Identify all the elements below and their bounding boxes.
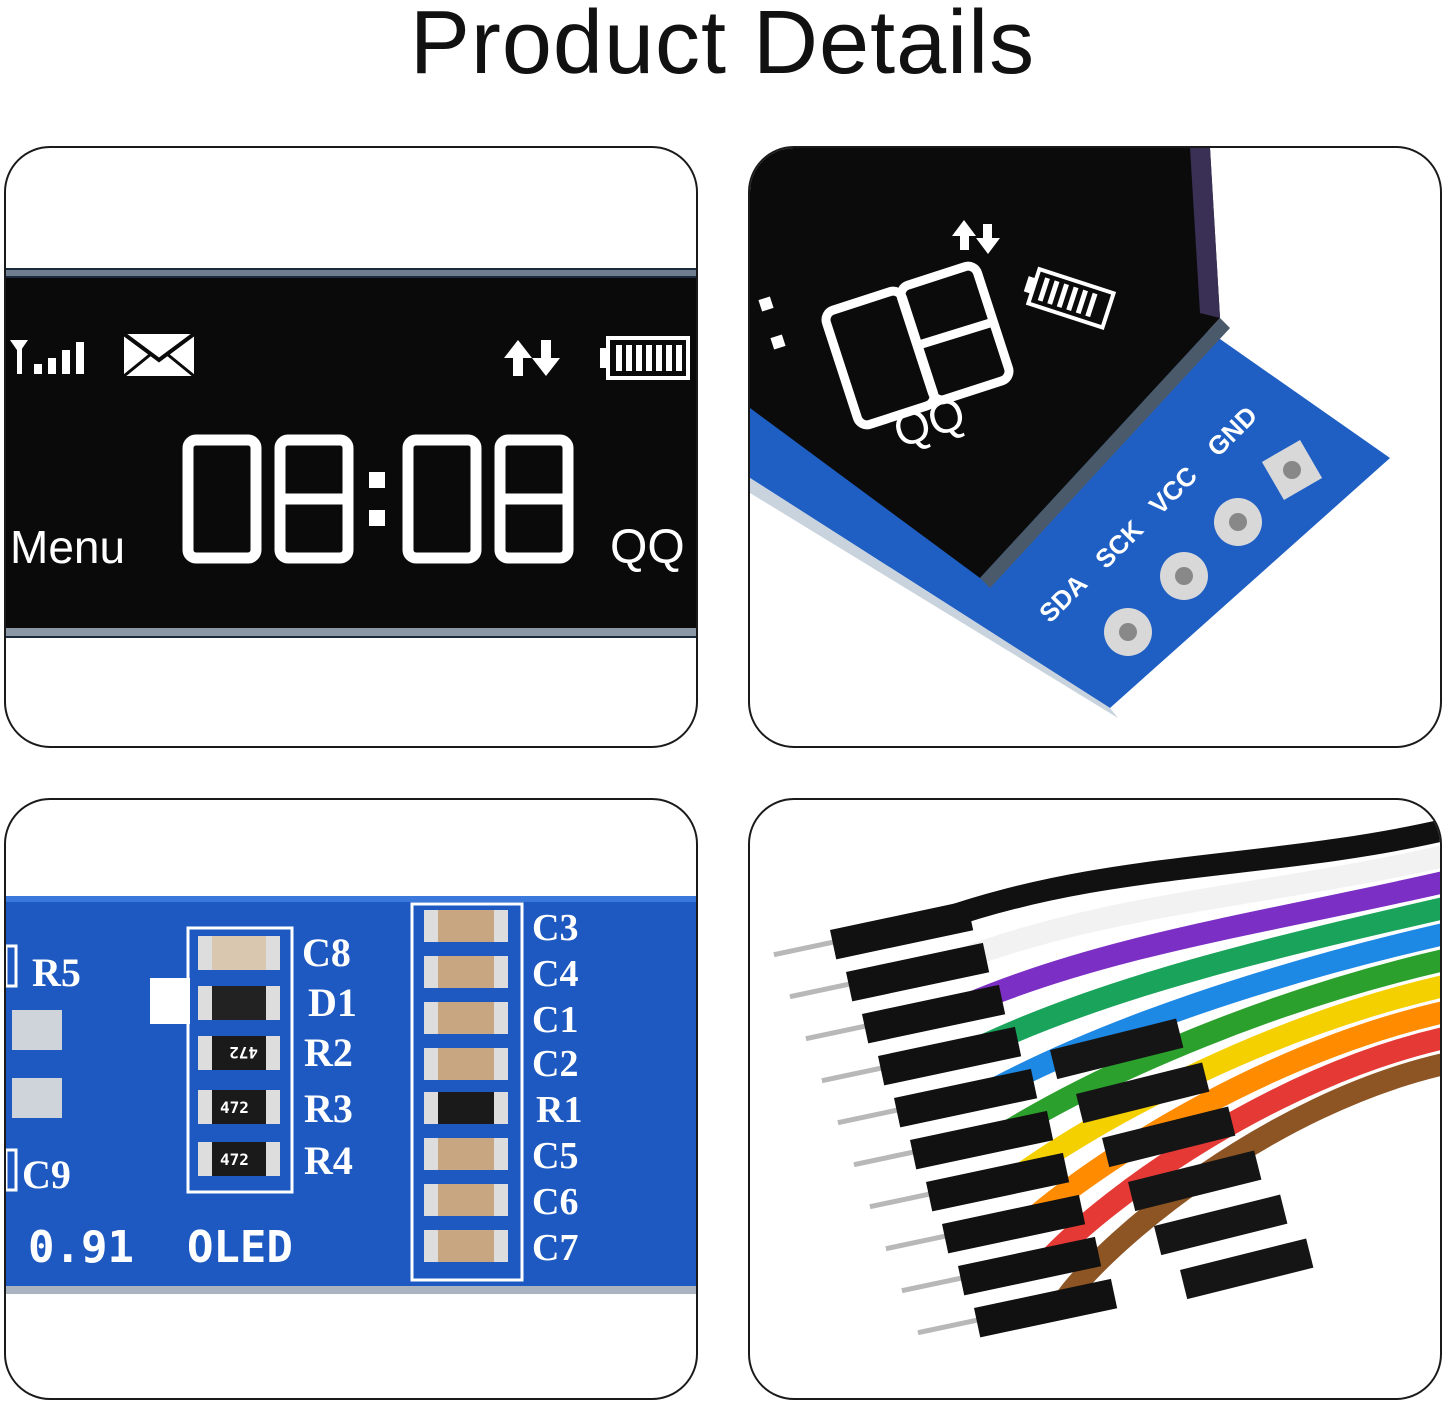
label-r1: R1	[536, 1089, 582, 1131]
jumper-wire	[957, 871, 1440, 1015]
label-c1: C1	[532, 999, 578, 1041]
dupont-connector	[773, 900, 974, 960]
panel-jumper-wires	[748, 798, 1442, 1400]
clock-readout	[182, 434, 574, 564]
menu-label: Menu	[10, 521, 125, 573]
resistor-code-r4: 472	[220, 1150, 249, 1169]
jumper-wire	[1027, 1001, 1440, 1225]
dupont-connector-female	[1154, 1194, 1288, 1256]
transfer-arrows-icon	[504, 340, 560, 376]
label-c2: C2	[532, 1043, 578, 1085]
dupont-connector	[885, 1194, 1086, 1254]
dupont-connector-female	[1102, 1106, 1236, 1168]
jumper-wire	[999, 949, 1440, 1141]
dupont-connector	[901, 1236, 1102, 1296]
battery-icon	[1023, 266, 1117, 330]
dupont-connector	[837, 1068, 1038, 1128]
battery-icon	[600, 336, 690, 380]
label-c8: C8	[302, 930, 351, 975]
dupont-connector-female	[1180, 1238, 1314, 1300]
label-r5: R5	[32, 950, 81, 995]
qq-label: QQ	[610, 521, 685, 574]
label-c9: C9	[22, 1152, 71, 1197]
dupont-connector	[869, 1152, 1070, 1212]
panel-pcb-back: 472 472 472 564 C8 D1 R2 R3 R4 C3 C4 C1	[4, 798, 698, 1400]
dupont-connector-female	[1050, 1018, 1184, 1080]
component-column-left	[198, 936, 280, 1176]
transfer-arrows-icon	[952, 220, 1000, 254]
jumper-wire	[985, 923, 1440, 1099]
label-r4: R4	[304, 1138, 353, 1183]
component-column-right	[424, 910, 508, 1262]
label-c4: C4	[532, 953, 578, 995]
jumper-wire	[971, 897, 1440, 1057]
label-r2: R2	[304, 1030, 353, 1075]
label-d1: D1	[308, 980, 357, 1025]
panel-display-front: Menu QQ	[4, 146, 698, 748]
resistor-code-r2: 472	[229, 1043, 258, 1062]
dupont-connector	[805, 984, 1006, 1044]
jumper-wire-illustration	[773, 819, 1440, 1338]
label-c6: C6	[532, 1181, 578, 1223]
page-title: Product Details	[409, 0, 1036, 93]
dupont-connector	[789, 942, 990, 1002]
jumper-wire	[943, 845, 1440, 973]
label-r3: R3	[304, 1086, 353, 1131]
dupont-connector	[917, 1278, 1118, 1338]
display-front-illustration: Menu QQ	[6, 268, 696, 638]
label-c7: C7	[532, 1227, 578, 1269]
dupont-connector-female	[1076, 1062, 1210, 1124]
jumper-wire	[929, 819, 1440, 931]
signal-icon	[10, 340, 84, 374]
dupont-connector	[821, 1026, 1022, 1086]
panel-display-angle: QQ GND VCC SCK SDA	[748, 146, 1442, 748]
pin-header	[1104, 439, 1323, 656]
display-angle-illustration: QQ GND VCC SCK SDA	[750, 148, 1390, 718]
resistor-code-r3: 472	[220, 1098, 249, 1117]
dupont-connector-female	[1128, 1150, 1262, 1212]
envelope-icon	[122, 332, 196, 378]
board-label: 0.91 OLED	[28, 1222, 293, 1273]
label-c5: C5	[532, 1135, 578, 1177]
label-c3: C3	[532, 907, 578, 949]
pcb-back-illustration: 472 472 472 564 C8 D1 R2 R3 R4 C3 C4 C1	[6, 896, 696, 1294]
dupont-connector	[853, 1110, 1054, 1170]
